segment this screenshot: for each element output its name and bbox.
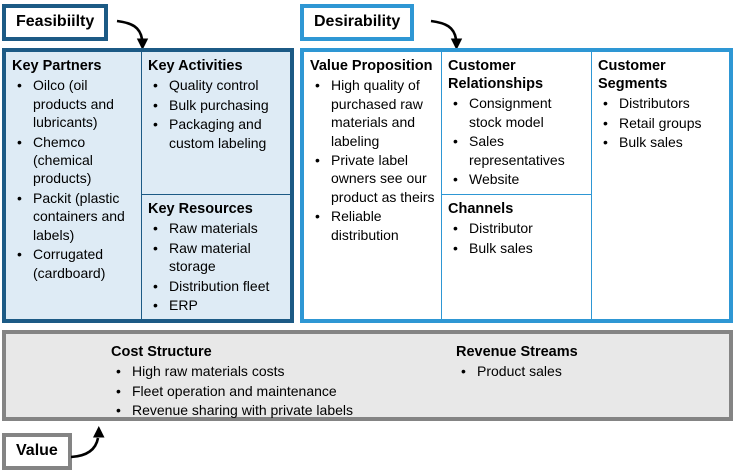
bullet-item: Bulk sales — [598, 133, 725, 152]
revenue-streams-cell: Revenue Streams Product sales — [450, 338, 582, 386]
customer-relationships-cell: Customer Relationships Consignment stock… — [442, 52, 591, 195]
bullet-item: High raw materials costs — [111, 362, 353, 381]
bullet-item: Raw material storage — [148, 239, 286, 276]
bullet-item: Corrugated (cardboard) — [12, 245, 137, 282]
bullet-item: Distribution fleet — [148, 277, 286, 296]
value-block: Cost Structure High raw materials costsF… — [2, 330, 733, 421]
bullet-item: Revenue sharing with private labels — [111, 401, 353, 420]
bullet-item: Fleet operation and maintenance — [111, 382, 353, 401]
bullet-item: High quality of purchased raw materials … — [310, 76, 437, 150]
relationships-channels-column: Customer Relationships Consignment stock… — [442, 52, 592, 319]
bullet-item: Website — [448, 170, 587, 189]
key-activities-title: Key Activities — [148, 58, 243, 74]
desirability-tag: Desirability — [300, 4, 415, 41]
key-partners-column: Key Partners Oilco (oil products and lub… — [6, 52, 142, 319]
key-partners-title: Key Partners — [12, 58, 102, 74]
bullet-item: Bulk purchasing — [148, 96, 286, 115]
value-tag-label: Value — [16, 442, 58, 459]
cost-structure-cell: Cost Structure High raw materials costsF… — [105, 338, 357, 425]
bullet-item: Packaging and custom labeling — [148, 115, 286, 152]
key-partners-cell: Key Partners Oilco (oil products and lub… — [6, 52, 141, 287]
bullet-item: Retail groups — [598, 114, 725, 133]
bullet-item: Consignment stock model — [448, 94, 587, 131]
customer-segments-title: Customer Segments — [598, 58, 668, 93]
customer-relationships-list: Consignment stock modelSales representat… — [448, 94, 587, 189]
key-resources-title: Key Resources — [148, 201, 253, 217]
bullet-item: Raw materials — [148, 219, 286, 238]
feasibility-tag-label: Feasibiilty — [16, 13, 95, 30]
revenue-streams-list: Product sales — [456, 362, 578, 381]
value-proposition-title: Value Proposition — [310, 58, 433, 74]
key-resources-list: Raw materialsRaw material storageDistrib… — [148, 219, 286, 315]
feasibility-block: Key Partners Oilco (oil products and lub… — [2, 48, 294, 323]
key-activities-resources-column: Key Activities Quality controlBulk purch… — [142, 52, 290, 319]
value-proposition-column: Value Proposition High quality of purcha… — [304, 52, 442, 319]
value-tag: Value — [2, 433, 72, 470]
key-activities-cell: Key Activities Quality controlBulk purch… — [142, 52, 290, 195]
feasibility-tag: Feasibiilty — [2, 4, 109, 41]
desirability-tag-label: Desirability — [314, 13, 401, 30]
bullet-item: Chemco (chemical products) — [12, 133, 137, 188]
bullet-item: Oilco (oil products and lubricants) — [12, 76, 137, 131]
bullet-item: Packit (plastic containers and labels) — [12, 189, 137, 244]
cost-structure-list: High raw materials costsFleet operation … — [111, 362, 353, 420]
feasibility-arrow-icon — [116, 19, 149, 50]
customer-segments-column: Customer Segments DistributorsRetail gro… — [592, 52, 729, 319]
bullet-item: ERP — [148, 296, 286, 315]
bullet-item: Product sales — [456, 362, 578, 381]
bullet-item: Reliable distribution — [310, 207, 437, 244]
bullet-item: Distributors — [598, 94, 725, 113]
key-resources-cell: Key Resources Raw materialsRaw material … — [142, 195, 290, 319]
channels-list: DistributorBulk sales — [448, 219, 587, 257]
bullet-item: Quality control — [148, 76, 286, 95]
channels-cell: Channels DistributorBulk sales — [442, 195, 591, 319]
desirability-arrow-icon — [430, 19, 463, 50]
bullet-item: Private label owners see our product as … — [310, 151, 437, 206]
bullet-item: Sales representatives — [448, 132, 587, 169]
desirability-block: Value Proposition High quality of purcha… — [300, 48, 733, 323]
value-proposition-list: High quality of purchased raw materials … — [310, 76, 437, 244]
bullet-item: Distributor — [448, 219, 587, 238]
key-activities-list: Quality controlBulk purchasingPackaging … — [148, 76, 286, 152]
customer-segments-list: DistributorsRetail groupsBulk sales — [598, 94, 725, 152]
value-proposition-cell: Value Proposition High quality of purcha… — [304, 52, 441, 249]
value-arrow-icon — [70, 426, 105, 459]
revenue-streams-title: Revenue Streams — [456, 344, 578, 360]
bullet-item: Bulk sales — [448, 239, 587, 258]
key-partners-list: Oilco (oil products and lubricants)Chemc… — [12, 76, 137, 282]
customer-segments-cell: Customer Segments DistributorsRetail gro… — [592, 52, 729, 157]
channels-title: Channels — [448, 201, 514, 217]
cost-structure-title: Cost Structure — [111, 344, 212, 360]
customer-relationships-title: Customer Relationships — [448, 58, 544, 93]
